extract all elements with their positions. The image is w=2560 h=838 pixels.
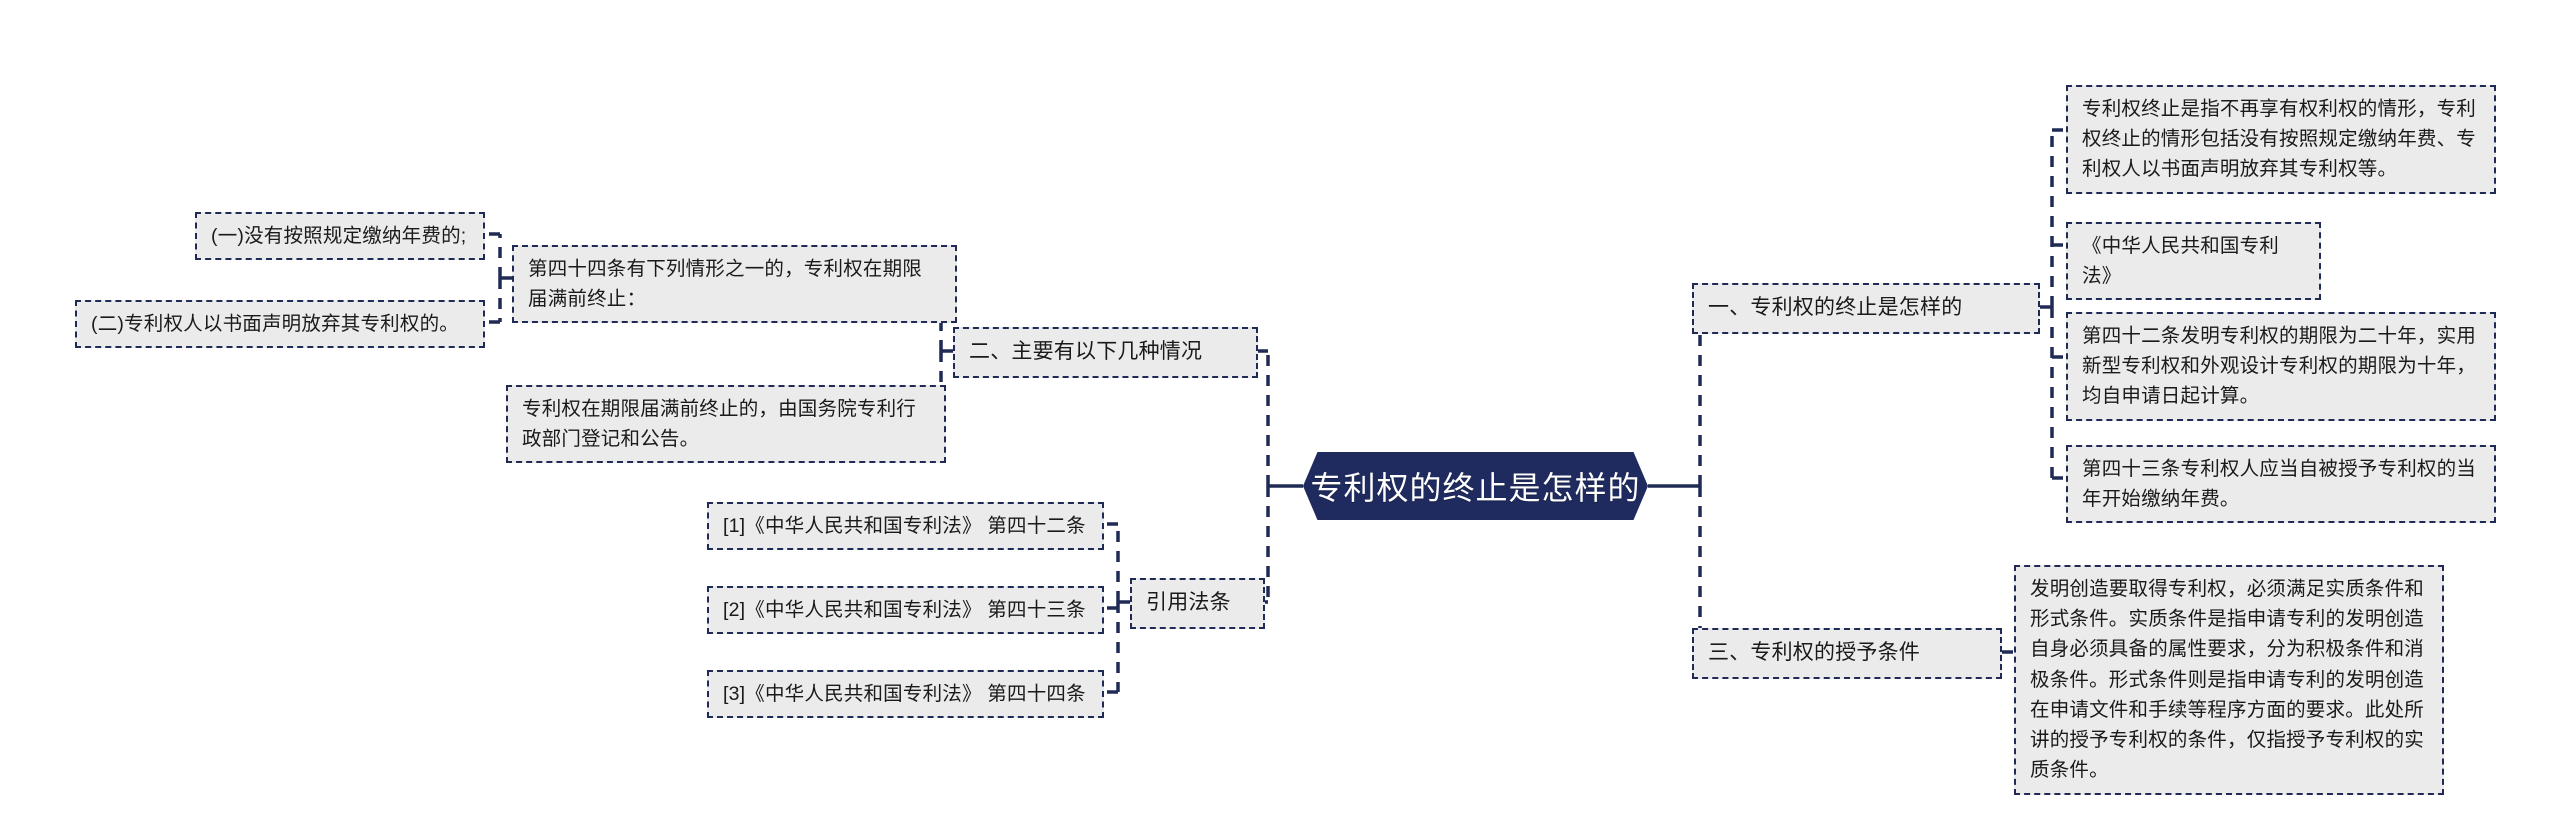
citation-item-3[interactable]: [3]《中华人民共和国专利法》 第四十四条	[707, 670, 1104, 719]
leaf-node-patent-law-title[interactable]: 《中华人民共和国专利法》	[2066, 222, 2321, 301]
root-node[interactable]: 专利权的终止是怎样的	[1303, 452, 1648, 520]
branch-node-cited-statutes[interactable]: 引用法条	[1130, 578, 1265, 629]
branch-node-patent-termination[interactable]: 一、专利权的终止是怎样的	[1692, 283, 2040, 334]
leaf-node-article-44[interactable]: 第四十四条有下列情形之一的，专利权在期限届满前终止：	[512, 245, 957, 324]
leaf-node-article-42[interactable]: 第四十二条发明专利权的期限为二十年，实用新型专利权和外观设计专利权的期限为十年，…	[2066, 312, 2496, 421]
branch-node-grant-conditions[interactable]: 三、专利权的授予条件	[1692, 628, 2002, 679]
branch-node-main-situations[interactable]: 二、主要有以下几种情况	[953, 327, 1258, 378]
leaf-node-termination-definition[interactable]: 专利权终止是指不再享有权利权的情形，专利权终止的情形包括没有按照规定缴纳年费、专…	[2066, 85, 2496, 194]
leaf-node-article-43[interactable]: 第四十三条专利权人应当自被授予专利权的当年开始缴纳年费。	[2066, 445, 2496, 524]
leaf-node-registration-announcement[interactable]: 专利权在期限届满前终止的，由国务院专利行政部门登记和公告。	[506, 385, 946, 464]
citation-item-2[interactable]: [2]《中华人民共和国专利法》 第四十三条	[707, 586, 1104, 635]
leaf-node-situation-one[interactable]: (一)没有按照规定缴纳年费的;	[195, 212, 485, 261]
leaf-node-situation-two[interactable]: (二)专利权人以书面声明放弃其专利权的。	[75, 300, 485, 349]
leaf-node-grant-conditions-detail[interactable]: 发明创造要取得专利权，必须满足实质条件和形式条件。实质条件是指申请专利的发明创造…	[2014, 565, 2444, 795]
citation-item-1[interactable]: [1]《中华人民共和国专利法》 第四十二条	[707, 502, 1104, 551]
